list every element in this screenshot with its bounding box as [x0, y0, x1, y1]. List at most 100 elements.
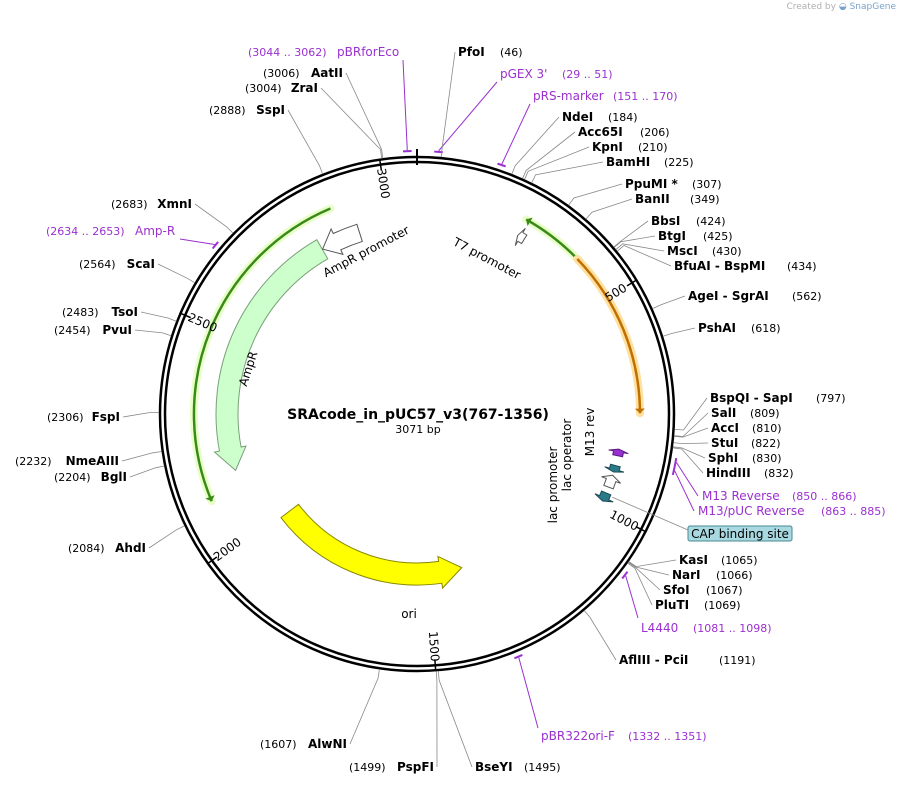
site-acc65i-label[interactable]: Acc65I [578, 125, 623, 139]
site-stui-label[interactable]: StuI [711, 436, 738, 450]
primer-pbr322ori-f-mark[interactable] [514, 654, 523, 660]
site-msci-label[interactable]: MscI [667, 244, 698, 258]
site-ndei-label[interactable]: NdeI [562, 110, 593, 124]
site-position: (830) [752, 452, 782, 465]
site-position: (424) [696, 215, 726, 228]
feature-lac-operator[interactable] [604, 463, 625, 473]
site-pfoi-label[interactable]: PfoI [458, 45, 485, 59]
site-sspi-label[interactable]: SspI [256, 103, 285, 117]
site-tsoi-label[interactable]: TsoI [112, 305, 138, 319]
feature-ori[interactable] [280, 503, 463, 590]
site-position: (1066) [716, 569, 753, 582]
site-sphi-label[interactable]: SphI [708, 451, 738, 465]
site-nari-label[interactable]: NarI [672, 568, 701, 582]
site-position: (307) [692, 178, 722, 191]
site-kpni-label[interactable]: KpnI [592, 140, 623, 154]
primer-m13-reverse-mark[interactable] [673, 457, 678, 467]
primer-amp-r-mark[interactable] [211, 241, 219, 250]
site-position: (1067) [706, 584, 743, 597]
site-leader [121, 451, 162, 462]
site-bfuai-bspmi-label[interactable]: BfuAI - BspMI [674, 259, 765, 273]
site-ppumi-label[interactable]: PpuMI * [625, 177, 679, 191]
primer-pbr322ori-f-label[interactable]: pBR322ori-F [541, 729, 615, 743]
site-position: (210) [638, 141, 668, 154]
site-acci-label[interactable]: AccI [711, 421, 739, 435]
site-leader [672, 447, 704, 474]
tick-label: 500 [603, 281, 630, 305]
site-pluti-label[interactable]: PluTI [655, 598, 689, 612]
site-btgi-label[interactable]: BtgI [658, 229, 686, 243]
site-position: (1191) [719, 654, 756, 667]
site-hindiii-label[interactable]: HindIII [706, 466, 751, 480]
site-banii-label[interactable]: BanII [635, 192, 670, 206]
feature-label: T7 promoter [450, 234, 523, 282]
site-leader [615, 243, 665, 252]
site-nmeaiii-label[interactable]: NmeAIII [66, 454, 119, 468]
feature-t7-promoter[interactable] [514, 227, 528, 246]
credit-prefix: Created by [786, 2, 836, 12]
feature-ampr[interactable] [213, 239, 329, 472]
site-leader [522, 131, 576, 179]
feature-m13-rev[interactable] [608, 448, 629, 458]
feature-cap-binding-site[interactable] [594, 490, 614, 503]
cap-binding-site-label: CAP binding site [691, 527, 789, 541]
feature-ampr-promoter[interactable] [321, 223, 363, 256]
primer-l4440-mark[interactable] [621, 571, 629, 580]
site-position: (184) [608, 111, 638, 124]
primer-prs-marker-mark[interactable] [497, 162, 506, 168]
site-leader [674, 397, 708, 431]
primer-range: (850 .. 866) [792, 490, 857, 503]
site-position: (1069) [704, 599, 741, 612]
cap-binding-site-box[interactable] [687, 525, 793, 542]
primer-l4440-label[interactable]: L4440 [641, 621, 678, 635]
site-pspfi-label[interactable]: PspFI [397, 760, 434, 774]
site-bseyi-label[interactable]: BseYI [475, 760, 513, 774]
site-pvui-label[interactable]: PvuI [102, 323, 132, 337]
site-leader [613, 220, 649, 248]
site-xmni-label[interactable]: XmnI [157, 197, 192, 211]
feature-label: M13 rev [583, 408, 597, 457]
site-bbsi-label[interactable]: BbsI [651, 214, 680, 228]
site-leader [673, 442, 709, 445]
site-bspqi-sapi-label[interactable]: BspQI - SapI [710, 391, 793, 405]
site-bgli-label[interactable]: BglI [101, 470, 127, 484]
site-alwni-label[interactable]: AlwNI [308, 737, 347, 751]
feature-lac-promoter[interactable] [601, 474, 621, 490]
site-position: (822) [751, 437, 781, 450]
primer-pbrforeco-label[interactable]: pBRforEco [337, 45, 399, 59]
site-position: (2483) [62, 306, 99, 319]
site-leader [287, 109, 323, 175]
site-leader [628, 559, 677, 568]
primer-prs-marker-label[interactable]: pRS-marker [533, 89, 604, 103]
primer-m13-puc-reverse-label[interactable]: M13/pUC Reverse [698, 504, 805, 518]
site-position: (430) [712, 245, 742, 258]
site-sali-label[interactable]: SalI [711, 406, 736, 420]
tick-mark [635, 525, 647, 533]
site-zrai-label[interactable]: ZraI [291, 81, 318, 95]
site-ahdi-label[interactable]: AhdI [115, 541, 146, 555]
tick-label: 1500 [426, 631, 442, 662]
site-pshai-label[interactable]: PshAI [698, 321, 736, 335]
site-position: (2454) [54, 324, 91, 337]
site-leader [673, 427, 709, 438]
site-fspi-label[interactable]: FspI [92, 410, 120, 424]
site-aatii-label[interactable]: AatII [311, 66, 343, 80]
primer-m13-reverse-label[interactable]: M13 Reverse [702, 489, 780, 503]
credit-brand: SnapGene [849, 2, 896, 12]
primer-amp-r-label[interactable]: Amp-R [135, 224, 175, 238]
green-arc-right-arrow-icon [526, 217, 533, 227]
site-afliii-pcii-label[interactable]: AflIII - PciI [619, 653, 688, 667]
green-arc-left-arrow-icon [205, 495, 215, 502]
site-leader [134, 329, 172, 337]
site-position: (2204) [54, 471, 91, 484]
site-sfoi-label[interactable]: SfoI [663, 583, 690, 597]
primer-m13-puc-reverse-mark[interactable] [671, 466, 676, 476]
primer-range: (1332 .. 1351) [628, 730, 707, 743]
site-scai-label[interactable]: ScaI [127, 257, 155, 271]
site-kasi-label[interactable]: KasI [679, 553, 708, 567]
site-bamhi-label[interactable]: BamHI [606, 155, 650, 169]
primer-pgex-3-label[interactable]: pGEX 3' [500, 67, 547, 81]
site-agei-sgrai-label[interactable]: AgeI - SgrAI [688, 289, 769, 303]
green-arc-left [192, 207, 331, 502]
